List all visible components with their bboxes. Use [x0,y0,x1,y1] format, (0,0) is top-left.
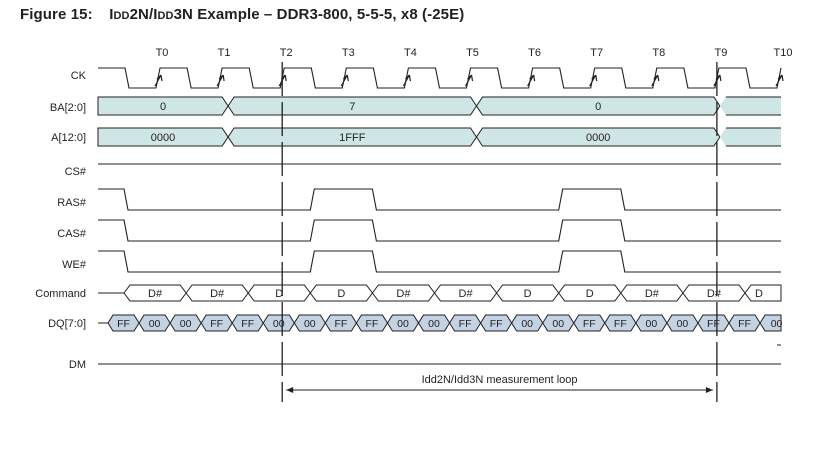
command-value: D [275,288,283,300]
we-waveform [98,250,781,273]
command-value: D [755,288,763,300]
label-cas: CAS# [57,228,87,240]
command-value: D# [148,288,163,300]
dq-segment [759,314,782,332]
clock-label-t0: T0 [156,47,169,59]
dq-value: FF [614,318,627,330]
command-value: D [337,288,345,300]
dq-value: 00 [521,318,533,330]
ba-bus-value: 0 [160,101,166,113]
ck-rising-arrow [340,74,349,87]
cas-waveform [98,219,781,242]
command-segment [744,284,782,302]
ck-waveform [98,67,782,89]
label-ba: BA[2:0] [50,102,86,114]
ck-rising-arrow [402,74,411,87]
clock-label-t10: T10 [774,47,793,59]
dq-value: FF [490,318,503,330]
label-dq: DQ[7:0] [48,318,86,330]
ck-rising-arrow [527,74,536,87]
dq-value: 00 [428,318,440,330]
ck-rising-arrow [216,74,225,87]
label-dm: DM [69,359,86,371]
title-rest: Example – DDR3-800, 5-5-5, x8 (-25E) [197,6,465,23]
measurement-arrow-right [705,387,713,393]
label-ck: CK [71,70,87,82]
ras-waveform [98,188,781,211]
ck-rising-arrow [775,74,784,87]
dq-value: 00 [677,318,689,330]
dq-value: FF [459,318,472,330]
dq-value: FF [707,318,720,330]
label-cs: CS# [65,166,87,178]
dq-value: 00 [552,318,564,330]
dq-value: 00 [149,318,161,330]
dq-value: 00 [180,318,192,330]
clock-label-t5: T5 [466,47,479,59]
clock-label-t9: T9 [714,47,727,59]
label-command: Command [35,288,86,300]
command-value: D# [707,288,722,300]
command-value: D# [210,288,225,300]
clock-label-t1: T1 [218,47,231,59]
ck-rising-arrow [154,74,163,87]
signal-labels: CK BA[2:0] A[12:0] CS# RAS# CAS# WE# Com… [35,70,87,371]
command-value: D# [396,288,411,300]
dq-value: FF [583,318,596,330]
clock-label-t2: T2 [280,47,293,59]
command-value: D# [459,288,474,300]
a-bus-value: 0000 [151,132,175,144]
dq-value: FF [241,318,254,330]
measurement-arrow-left [286,387,294,393]
clock-label-t4: T4 [404,47,417,59]
ba-bus-value: 7 [349,101,355,113]
clock-label-t3: T3 [342,47,355,59]
ck-rising-arrow [651,74,660,87]
dq-value: 00 [771,318,783,330]
figure-label: Figure 15: [20,6,93,23]
title-idd: Idd2N/Idd3N [109,6,193,23]
dq-value: FF [117,318,130,330]
measurement-label: Idd2N/Idd3N measurement loop [422,374,578,386]
clock-label-t6: T6 [528,47,541,59]
ck-rising-arrow [464,74,474,87]
figure-title: Figure 15: Idd2N/Idd3N Example – DDR3-80… [20,6,464,23]
label-a: A[12:0] [51,132,86,144]
label-we: WE# [62,259,87,271]
clock-label-t8: T8 [652,47,665,59]
command-value: D [524,288,532,300]
a-bus-segment [719,128,781,146]
a-bus-value: 1FFF [339,132,366,144]
dq-value: 00 [397,318,409,330]
ba-bus-segment [719,97,781,115]
dq-value: 00 [646,318,658,330]
a-bus-segment [97,127,229,147]
dq-value: FF [210,318,223,330]
dq-value: 00 [304,318,316,330]
clock-label-t7: T7 [590,47,603,59]
dq-value: FF [334,318,347,330]
command-value: D [586,288,594,300]
command-value: D# [645,288,660,300]
dq-value: FF [738,318,751,330]
ba-bus-value: 0 [595,101,601,113]
ck-rising-arrow [589,74,598,87]
dq-value: FF [366,318,379,330]
a-bus-value: 0000 [586,132,610,144]
dq-value: 00 [273,318,285,330]
label-ras: RAS# [57,197,87,209]
ba-bus-segment [97,96,229,116]
